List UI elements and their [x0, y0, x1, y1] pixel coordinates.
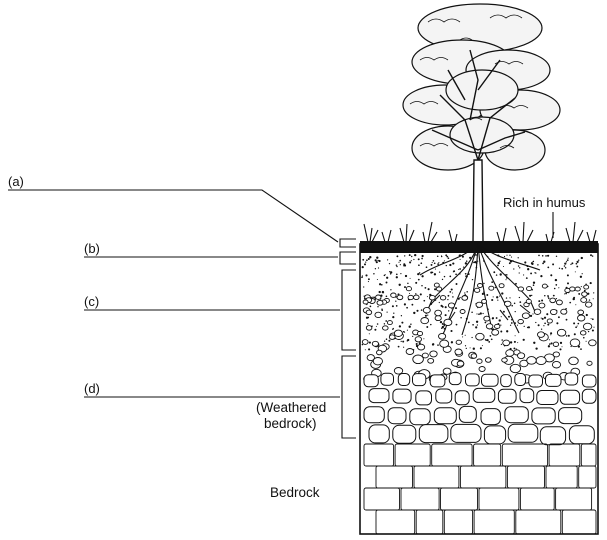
leader-lines: [8, 189, 554, 398]
tree-canopy: [402, 3, 561, 171]
tree-branches: [431, 49, 526, 161]
tree: [402, 3, 561, 243]
label-weathered-bedrock-line1: (Weathered: [256, 400, 326, 415]
bedrock-blocks: [363, 443, 597, 535]
label-weathered-bedrock-line2: bedrock): [264, 416, 317, 431]
tree-roots: [419, 243, 541, 339]
leader-line-a: [8, 189, 339, 243]
horizon-bracket: [339, 238, 356, 439]
label-a: (a): [8, 174, 24, 189]
label-c: (c): [84, 294, 99, 309]
weathered-bedrock-chunks: [363, 372, 597, 446]
label-d: (d): [84, 381, 100, 396]
label-bedrock: Bedrock: [270, 485, 320, 500]
tree-trunk: [472, 159, 484, 243]
soil-block: [359, 221, 599, 535]
label-b: (b): [84, 241, 100, 256]
label-rich-in-humus: Rich in humus: [503, 195, 586, 210]
